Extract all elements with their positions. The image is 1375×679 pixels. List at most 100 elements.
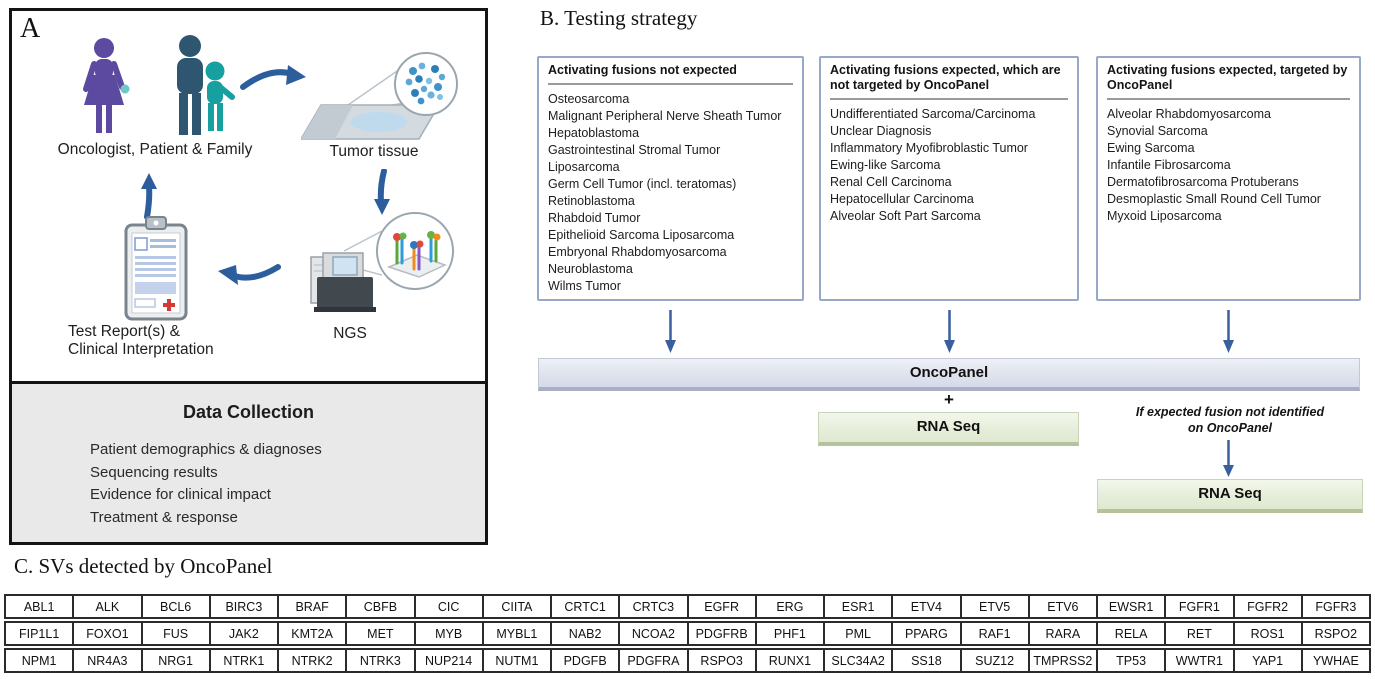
down-arrow-icon xyxy=(1223,440,1234,477)
tumor-tissue-label: Tumor tissue xyxy=(329,143,419,160)
rnaseq-label: RNA Seq xyxy=(916,418,981,435)
tumor-type-item: Infantile Fibrosarcoma xyxy=(1107,158,1231,172)
tumor-type-item: Dermatofibrosarcoma Protuberans xyxy=(1107,175,1299,189)
gene-cell: EGFR xyxy=(686,594,757,619)
gene-cell: RELA xyxy=(1096,621,1167,646)
gene-cell: TMPRSS2 xyxy=(1027,648,1098,673)
gene-cell: EWSR1 xyxy=(1096,594,1167,619)
gene-cell: CIC xyxy=(413,594,484,619)
curved-arrow-right-icon xyxy=(240,65,306,90)
gene-cell: FGFR2 xyxy=(1232,594,1303,619)
gene-cell: PML xyxy=(823,621,894,646)
rnaseq-label: RNA Seq xyxy=(1198,485,1262,502)
gene-cell: SLC34A2 xyxy=(823,648,894,673)
woman-oncologist-icon xyxy=(83,38,130,133)
tumor-type-item: Ewing-like Sarcoma xyxy=(830,158,941,172)
gene-cell: TP53 xyxy=(1096,648,1167,673)
tumor-type-item: Undifferentiated Sarcoma/Carcinoma xyxy=(830,107,1036,121)
tumor-type-item: Alveolar Rhabdomyosarcoma xyxy=(1107,107,1271,121)
gene-cell: CIITA xyxy=(481,594,552,619)
gene-cell: ETV5 xyxy=(959,594,1030,619)
tumor-type-item: Hepatoblastoma xyxy=(548,126,640,140)
gene-cell: PDGFRA xyxy=(618,648,689,673)
gene-cell: NR4A3 xyxy=(72,648,143,673)
family-icon xyxy=(177,35,235,135)
gene-cell: NRG1 xyxy=(140,648,211,673)
fusion-box-not-targeted: Activating fusions expected, which are n… xyxy=(819,56,1079,301)
tumor-type-item: Renal Cell Carcinoma xyxy=(830,175,952,189)
gene-cell: NTRK3 xyxy=(345,648,416,673)
gene-cell: CBFB xyxy=(345,594,416,619)
fusion-box-targeted: Activating fusions expected, targeted by… xyxy=(1096,56,1361,301)
ngs-machine-icon xyxy=(310,252,376,312)
gene-cell: PPARG xyxy=(891,621,962,646)
tumor-type-item: Liposarcoma xyxy=(548,160,620,174)
tumor-type-item: Retinoblastoma xyxy=(548,194,635,208)
gene-cell: ABL1 xyxy=(4,594,75,619)
data-collection-item: Treatment & response xyxy=(90,508,238,526)
tumor-type-item: Osteosarcoma xyxy=(548,92,630,106)
clipboard-report-icon xyxy=(124,216,188,321)
ngs-label: NGS xyxy=(333,325,367,342)
gene-cell: FUS xyxy=(140,621,211,646)
data-collection-title: Data Collection xyxy=(182,402,315,422)
conditional-note-line2: on OncoPanel xyxy=(1187,421,1273,435)
gene-cell: NTRK1 xyxy=(208,648,279,673)
gene-cell: PDGFRB xyxy=(686,621,757,646)
conditional-note-line1: If expected fusion not identified xyxy=(1135,405,1325,419)
fusion-box-title: Activating fusions expected, which are n… xyxy=(830,63,1068,100)
gene-cell: NUTM1 xyxy=(481,648,552,673)
down-arrow-icon xyxy=(1223,310,1234,353)
gene-cell: FIP1L1 xyxy=(4,621,75,646)
gene-cell: CRTC1 xyxy=(550,594,621,619)
tumor-type-item: Inflammatory Myofibroblastic Tumor xyxy=(830,141,1028,155)
conditional-note: If expected fusion not identified on Onc… xyxy=(1100,404,1360,436)
tumor-type-item: Malignant Peripheral Nerve Sheath Tumor xyxy=(548,109,782,123)
gene-cell: ETV4 xyxy=(891,594,962,619)
gene-cell: ETV6 xyxy=(1027,594,1098,619)
tumor-type-item: Embryonal Rhabdomyosarcoma xyxy=(548,245,727,259)
tumor-type-item: Unclear Diagnosis xyxy=(830,124,932,138)
tumor-slide-icon xyxy=(301,104,441,140)
tumor-type-item: Gastrointestinal Stromal Tumor xyxy=(548,143,721,157)
plus-sign: + xyxy=(944,390,954,409)
gene-cell: MYB xyxy=(413,621,484,646)
gene-cell: RAF1 xyxy=(959,621,1030,646)
gene-cell: PHF1 xyxy=(754,621,825,646)
tumor-type-item: Synovial Sarcoma xyxy=(1107,124,1208,138)
fusion-box-title: Activating fusions not expected xyxy=(548,63,793,85)
gene-cell: RSPO3 xyxy=(686,648,757,673)
tumor-type-item: Neuroblastoma xyxy=(548,262,633,276)
gene-cell: RET xyxy=(1164,621,1235,646)
tumor-type-item: Rhabdoid Tumor xyxy=(548,211,641,225)
gene-cell: NCOA2 xyxy=(618,621,689,646)
panel-c-title: C. SVs detected by OncoPanel xyxy=(14,554,273,578)
gene-cell: NPM1 xyxy=(4,648,75,673)
oncopanel-bar: OncoPanel xyxy=(538,358,1360,391)
gene-cell: SUZ12 xyxy=(959,648,1030,673)
tumor-type-item: Ewing Sarcoma xyxy=(1107,141,1195,155)
oncopanel-label: OncoPanel xyxy=(909,364,989,381)
data-collection-item: Patient demographics & diagnoses xyxy=(90,441,322,458)
gene-cell: PDGFB xyxy=(550,648,621,673)
fusion-box-title: Activating fusions expected, targeted by… xyxy=(1107,63,1350,100)
gene-cell: RSPO2 xyxy=(1300,621,1371,646)
gene-cell: KMT2A xyxy=(277,621,348,646)
report-label-line2: Clinical Interpretation xyxy=(68,341,214,358)
sequencing-clusters-zoom-icon xyxy=(376,212,454,290)
gene-cell: RUNX1 xyxy=(754,648,825,673)
gene-cell: JAK2 xyxy=(208,621,279,646)
fusion-box-not-expected: Activating fusions not expected Osteosar… xyxy=(537,56,804,301)
gene-cell: YAP1 xyxy=(1232,648,1303,673)
tumor-type-item: Alveolar Soft Part Sarcoma xyxy=(830,209,981,223)
curved-arrow-left-icon xyxy=(218,264,281,285)
gene-cell: FGFR3 xyxy=(1300,594,1371,619)
data-collection-item: Evidence for clinical impact xyxy=(90,486,271,503)
tumor-type-item: Myxoid Liposarcoma xyxy=(1107,209,1222,223)
